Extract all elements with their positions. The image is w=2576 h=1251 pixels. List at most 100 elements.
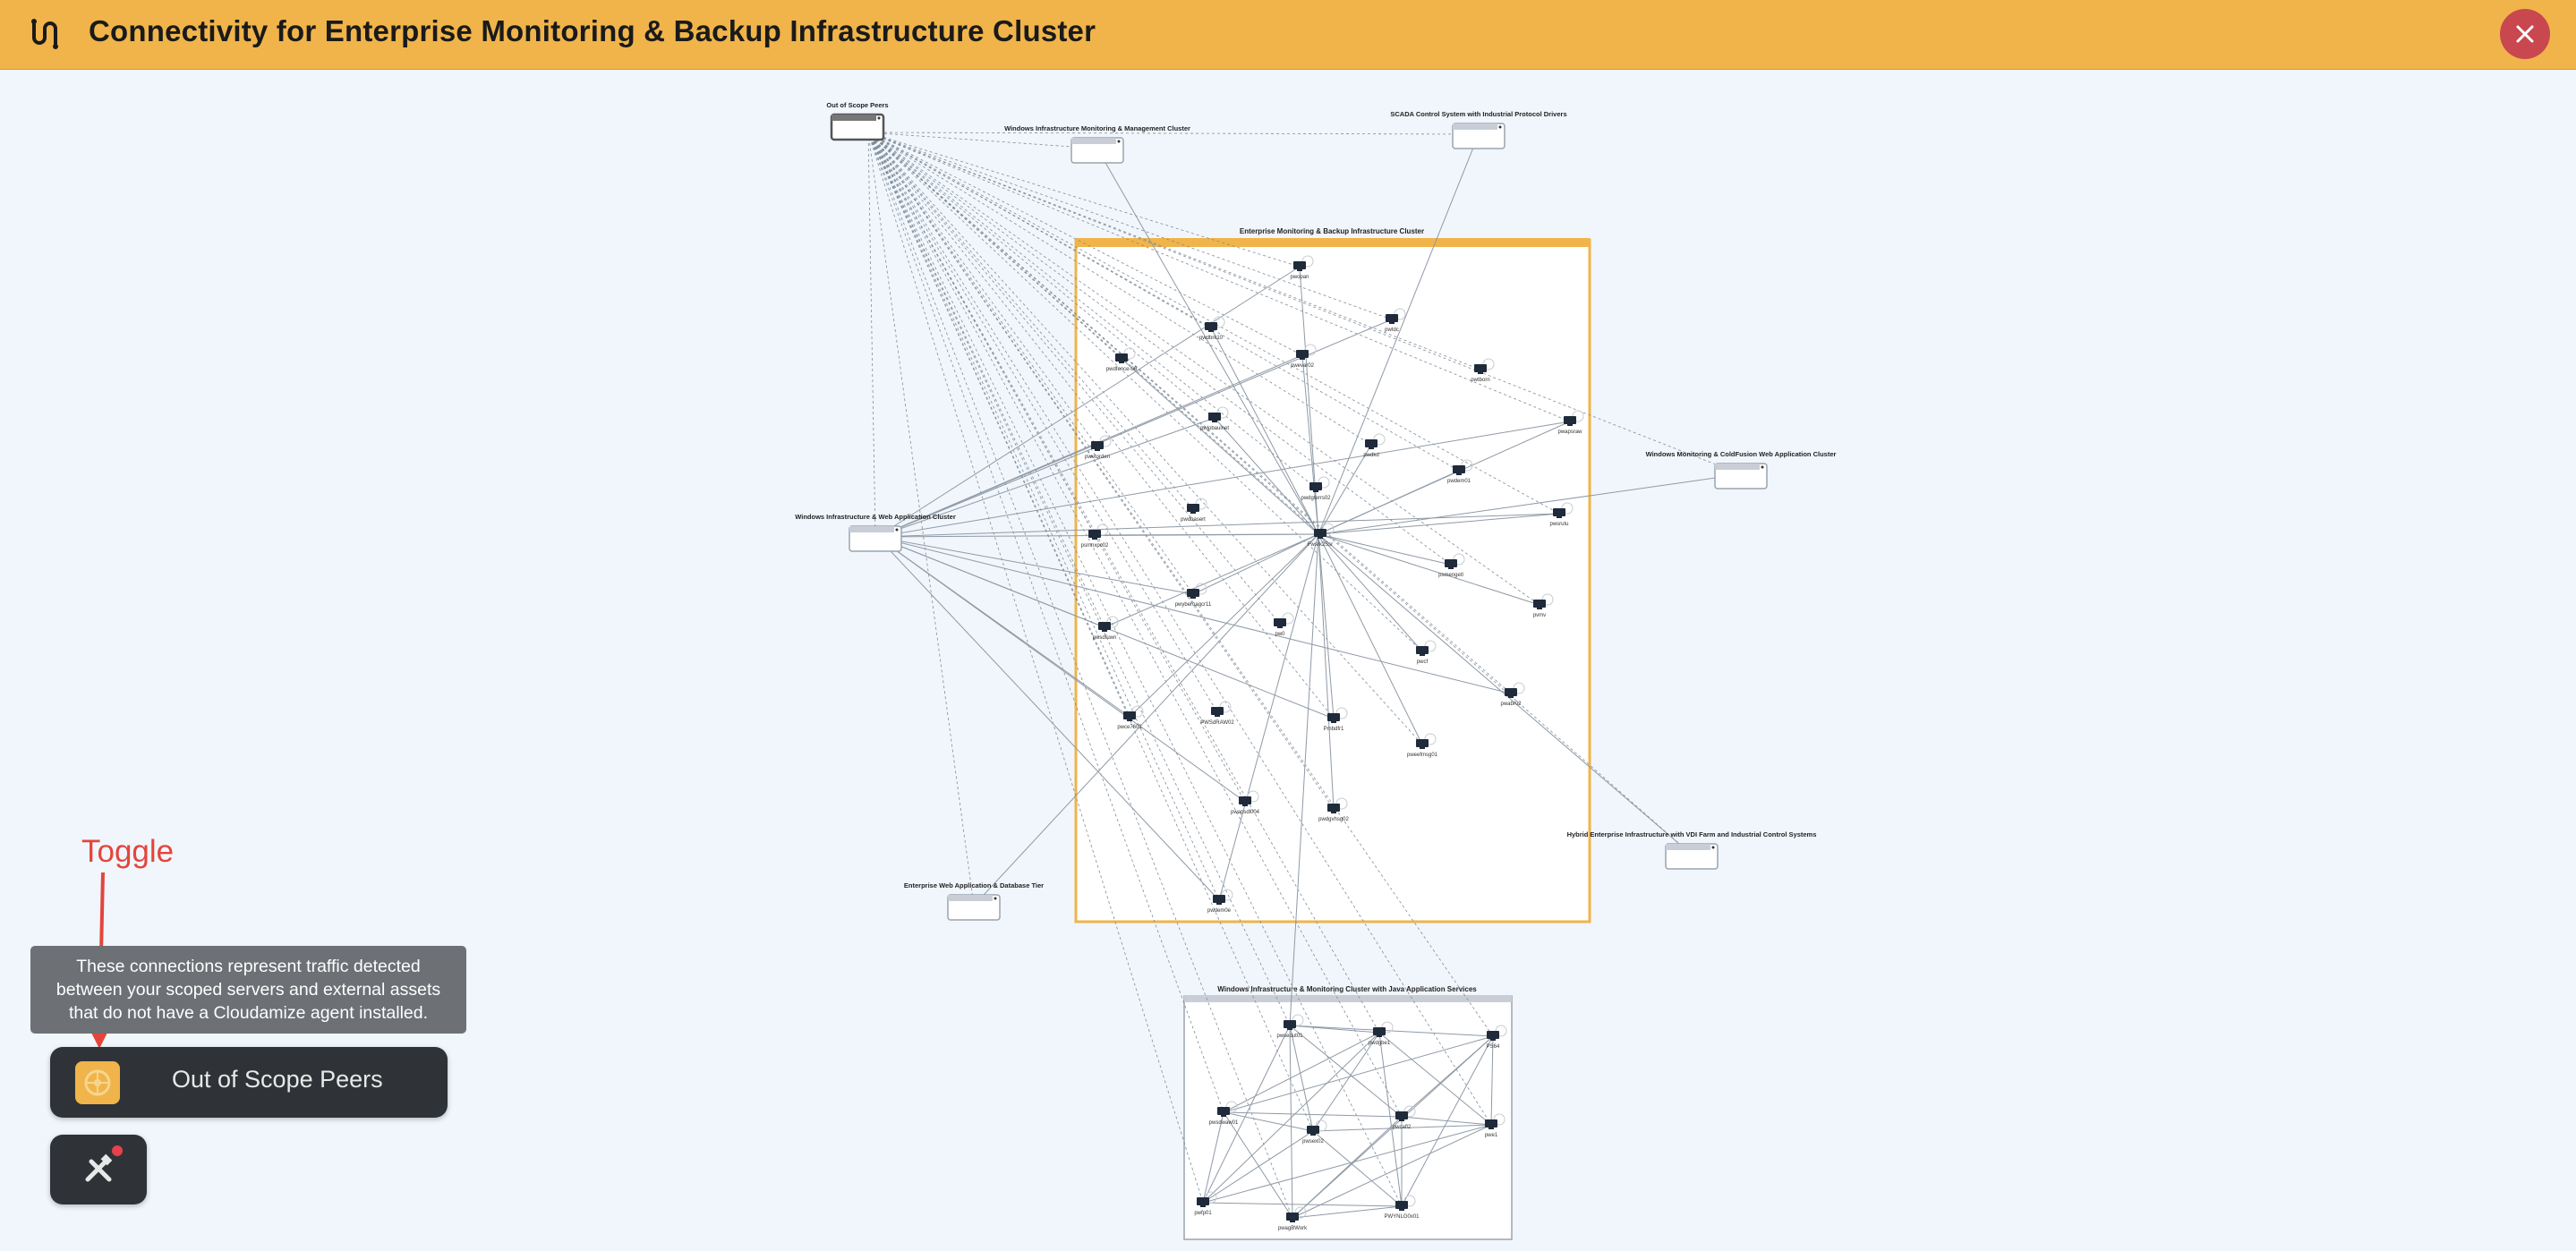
out-of-scope-peers-toggle[interactable]: Out of Scope Peers	[50, 1047, 448, 1118]
host-node-pwce7601[interactable]: pwce7601	[1117, 705, 1144, 730]
host-node-pwsrutu[interactable]: pwsrutu	[1549, 502, 1574, 527]
host-node-psmnxpc02[interactable]: psmnxpc02	[1081, 523, 1109, 549]
host-node-pwdgbe1[interactable]: pwdgbe1	[1369, 1021, 1394, 1046]
monitor-icon	[1123, 711, 1136, 719]
tools-button[interactable]	[50, 1135, 147, 1204]
monitor-icon	[1474, 364, 1487, 372]
host-node-pwevar02[interactable]: pwevar02	[1291, 344, 1317, 369]
group-expand-icon[interactable]	[1117, 140, 1121, 143]
host-node-psmengetl[interactable]: psmengetl	[1438, 553, 1465, 578]
host-node-pwdbasert[interactable]: pwdbasert	[1181, 498, 1207, 523]
group-hybrid-enterprise-infrastructure-with-vdi-farm-and-industrial-control-systems[interactable]: Hybrid Enterprise Infrastructure with VD…	[1567, 830, 1817, 870]
group-windows-infrastructure-web-application-cluster[interactable]: Windows Infrastructure & Web Application…	[795, 513, 956, 552]
page-title: Connectivity for Enterprise Monitoring &…	[89, 14, 1096, 47]
host-label: pwdem01	[1447, 479, 1471, 484]
host-edge	[1202, 1025, 1291, 1204]
monitor-stand	[1478, 372, 1483, 374]
host-node-pwjobauinet[interactable]: pwjobauinet	[1200, 406, 1229, 431]
group-expand-icon[interactable]	[994, 897, 997, 900]
host-node-pwsdwaw01[interactable]: pwsdwaw01	[1209, 1101, 1239, 1126]
host-node-pwtborn[interactable]: pwtborn	[1471, 358, 1495, 383]
group-expand-icon[interactable]	[1711, 846, 1715, 849]
host-label: pwdem0e	[1207, 908, 1232, 914]
host-node-fwsrk2ssr[interactable]: Fwsrk2Ssr	[1308, 523, 1335, 548]
host-node-pwdgterrs02[interactable]: pwdgterrs02	[1301, 476, 1331, 501]
host-node-pweefmsg01[interactable]: pweefmsg01	[1407, 733, 1438, 758]
group-out-of-scope-peers[interactable]: Out of Scope Peers	[826, 101, 889, 141]
host-node-pvmv[interactable]: pvmv	[1533, 593, 1554, 618]
group-label: SCADA Control System with Industrial Pro…	[1390, 110, 1566, 118]
graph-canvas[interactable]: Enterprise Monitoring & Backup Infrastru…	[0, 70, 2576, 1251]
group-expand-icon[interactable]	[1498, 125, 1502, 129]
host-node-pw0[interactable]: pw0	[1274, 612, 1294, 637]
host-node-pwtdc[interactable]: pwtdc	[1385, 308, 1406, 333]
host-edge	[1202, 1032, 1380, 1204]
host-edge	[876, 536, 1220, 901]
host-node-pwdbrk10[interactable]: pwdbrk10	[1199, 316, 1225, 341]
host-label: pwdbrk10	[1199, 336, 1224, 341]
host-node-pwopan[interactable]: pwopan	[1290, 255, 1314, 280]
host-node-pwetorden[interactable]: pwetorden	[1085, 435, 1112, 460]
host-edge	[1301, 354, 1319, 535]
monitor-stand	[1190, 512, 1196, 514]
monitor-stand	[1216, 903, 1222, 905]
out-of-scope-edge	[867, 132, 1380, 1034]
host-node-pwdkd[interactable]: pwdkd	[1363, 433, 1386, 458]
out-of-scope-edge	[867, 132, 1224, 1113]
host-edge	[1490, 1035, 1494, 1126]
host-node-pmbdfr1[interactable]: Pmbdfr1	[1324, 707, 1348, 732]
monitor-icon	[1553, 508, 1565, 516]
host-node-pwsdraw02[interactable]: PWSdRAW02	[1200, 701, 1234, 726]
host-node-pwfp01[interactable]: pwfp01	[1194, 1191, 1217, 1216]
group-expand-icon[interactable]	[877, 116, 881, 120]
host-node-pwagbwork[interactable]: pwagBWork	[1278, 1206, 1308, 1231]
monitor-stand	[1567, 424, 1573, 426]
group-label: Hybrid Enterprise Infrastructure with VD…	[1567, 830, 1817, 838]
out-of-scope-edge	[867, 132, 1335, 719]
host-node-pwabr02[interactable]: pwabr02	[1500, 682, 1525, 707]
host-node-pwcafl2[interactable]: pwcafl2	[1393, 1105, 1416, 1130]
monitor-icon	[1187, 504, 1199, 512]
toggle-annotation: Toggle	[81, 834, 175, 869]
close-button[interactable]	[2500, 9, 2550, 59]
host-node-pwe1[interactable]: pwe1	[1485, 1113, 1506, 1138]
host-node-pwdfence-06[interactable]: pwdfence-06	[1106, 347, 1138, 372]
host-node-pwsex02[interactable]: pwsex02	[1302, 1119, 1327, 1145]
host-edge	[1292, 1035, 1494, 1219]
host-node-pwdem0e[interactable]: pwdem0e	[1207, 889, 1233, 914]
host-edge	[1223, 1032, 1380, 1113]
host-label: pwsedut01	[1276, 1034, 1303, 1039]
group-windows-infrastructure-monitoring-management-cluster[interactable]: Windows Infrastructure Monitoring & Mana…	[1004, 124, 1190, 164]
host-node-pwyberoagcr11[interactable]: pwyberoagcr11	[1175, 583, 1212, 608]
group-enterprise-web-application-database-tier[interactable]: Enterprise Web Application & Database Ti…	[904, 881, 1044, 921]
host-node-pwapsdl004[interactable]: pwapsdl004	[1231, 790, 1260, 815]
host-node-pwdem01[interactable]: pwdem01	[1447, 459, 1473, 484]
connectivity-icon	[31, 19, 58, 49]
secondary-cluster-container[interactable]	[1183, 995, 1513, 1240]
host-label: psmengetl	[1438, 573, 1463, 578]
host-node-pwdgvhsg02[interactable]: pwdgvhsg02	[1318, 797, 1350, 822]
monitor-icon	[1293, 261, 1306, 269]
host-node-pwsdfuwn[interactable]: pwsdfuwn	[1093, 616, 1119, 641]
monitor-icon	[1416, 646, 1429, 654]
host-node-pwcf[interactable]: pwcf	[1416, 640, 1437, 665]
host-node-ps64[interactable]: PS64	[1487, 1025, 1507, 1050]
host-node-pwapsraw[interactable]: pwapsraw	[1557, 410, 1584, 435]
host-edge	[1378, 1032, 1403, 1207]
host-edge	[1223, 1035, 1494, 1113]
group-scada-control-system-with-industrial-protocol-drivers[interactable]: SCADA Control System with Industrial Pro…	[1390, 110, 1567, 149]
group-expand-icon[interactable]	[1761, 465, 1764, 469]
host-label: pwopan	[1290, 275, 1309, 280]
host-node-pwynlg0x01[interactable]: PWYNLG0x01	[1384, 1195, 1420, 1220]
group-box-header	[1071, 138, 1116, 144]
host-edge	[1104, 533, 1319, 628]
host-label: PWSdRAW02	[1200, 720, 1234, 726]
monitor-icon	[1327, 804, 1340, 812]
host-node-pwsedut01[interactable]: pwsedut01	[1276, 1014, 1304, 1039]
group-windows-monitoring-coldfusion-web-application-cluster[interactable]: Windows Monitoring & ColdFusion Web Appl…	[1646, 450, 1837, 489]
monitor-icon	[1307, 1126, 1319, 1134]
group-box-header	[849, 526, 894, 532]
connectivity-graph[interactable]: Enterprise Monitoring & Backup Infrastru…	[0, 70, 2576, 1251]
group-expand-icon[interactable]	[895, 528, 899, 532]
host-edge	[1202, 1202, 1403, 1207]
